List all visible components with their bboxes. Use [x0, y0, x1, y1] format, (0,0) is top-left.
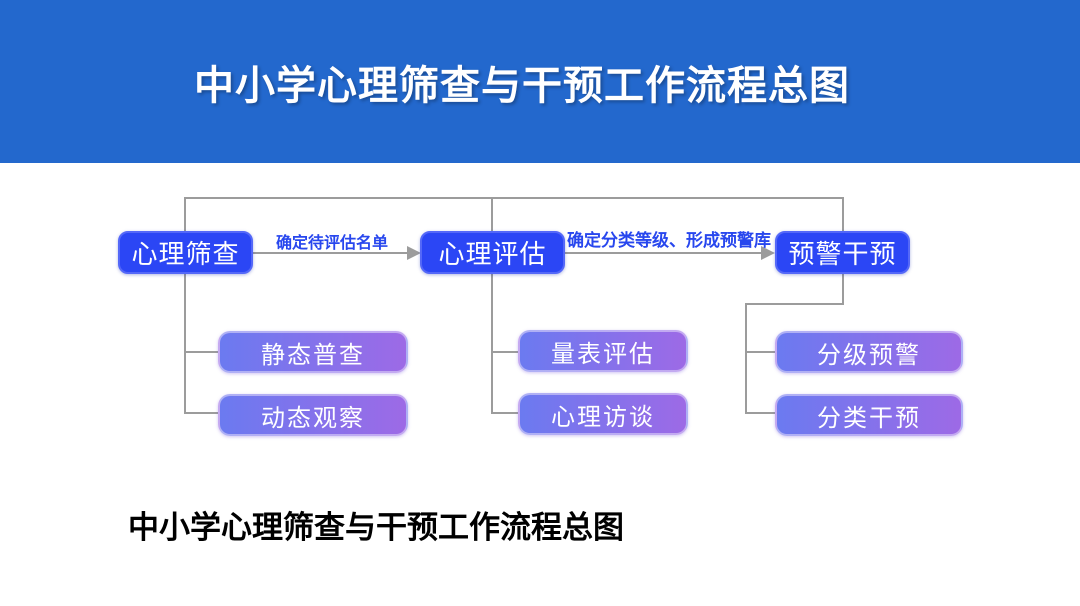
- arrow-label-evaluation-list: 确定待评估名单: [275, 235, 388, 252]
- connector-top-horizontal: [185, 197, 843, 199]
- connector-vertical-intervention-branch: [745, 303, 747, 414]
- main-node-assessment: 心理评估: [420, 231, 565, 274]
- connector-stub-assessment-2: [492, 412, 519, 414]
- sub-node-static-survey: 静态普查: [218, 331, 408, 373]
- sub-node-scale-assessment: 量表评估: [518, 330, 688, 372]
- connector-stub-intervention-1: [746, 351, 776, 353]
- connector-horizontal-intervention: [745, 303, 844, 305]
- connector-stub-intervention-2: [746, 412, 776, 414]
- connector-vertical-intervention-bottom: [842, 272, 844, 305]
- sub-node-graded-warning: 分级预警: [775, 331, 963, 373]
- connector-stub-assessment-1: [492, 351, 519, 353]
- arrow-screening-to-assessment: [253, 252, 409, 254]
- sub-node-classified-intervention: 分类干预: [775, 394, 963, 436]
- sub-node-psych-interview: 心理访谈: [518, 393, 688, 435]
- main-node-screening: 心理筛查: [118, 231, 253, 274]
- connector-vertical-intervention-top: [842, 197, 844, 233]
- figure-caption: 中小学心理筛查与干预工作流程总图: [128, 510, 624, 545]
- arrowhead-icon: [761, 246, 775, 260]
- header-banner: 中小学心理筛查与干预工作流程总图: [0, 0, 1080, 163]
- connector-stub-screening-2: [185, 412, 219, 414]
- arrowhead-icon: [407, 246, 421, 260]
- arrow-label-warning-database: 确定分类等级、形成预警库: [567, 231, 771, 250]
- connector-vertical-screening: [184, 197, 186, 414]
- main-node-intervention: 预警干预: [775, 231, 910, 274]
- connector-stub-screening-1: [185, 351, 219, 353]
- sub-node-dynamic-observation: 动态观察: [218, 394, 408, 436]
- slide-title: 中小学心理筛查与干预工作流程总图: [194, 63, 850, 108]
- connector-vertical-assessment: [491, 197, 493, 414]
- arrow-assessment-to-intervention: [565, 252, 762, 254]
